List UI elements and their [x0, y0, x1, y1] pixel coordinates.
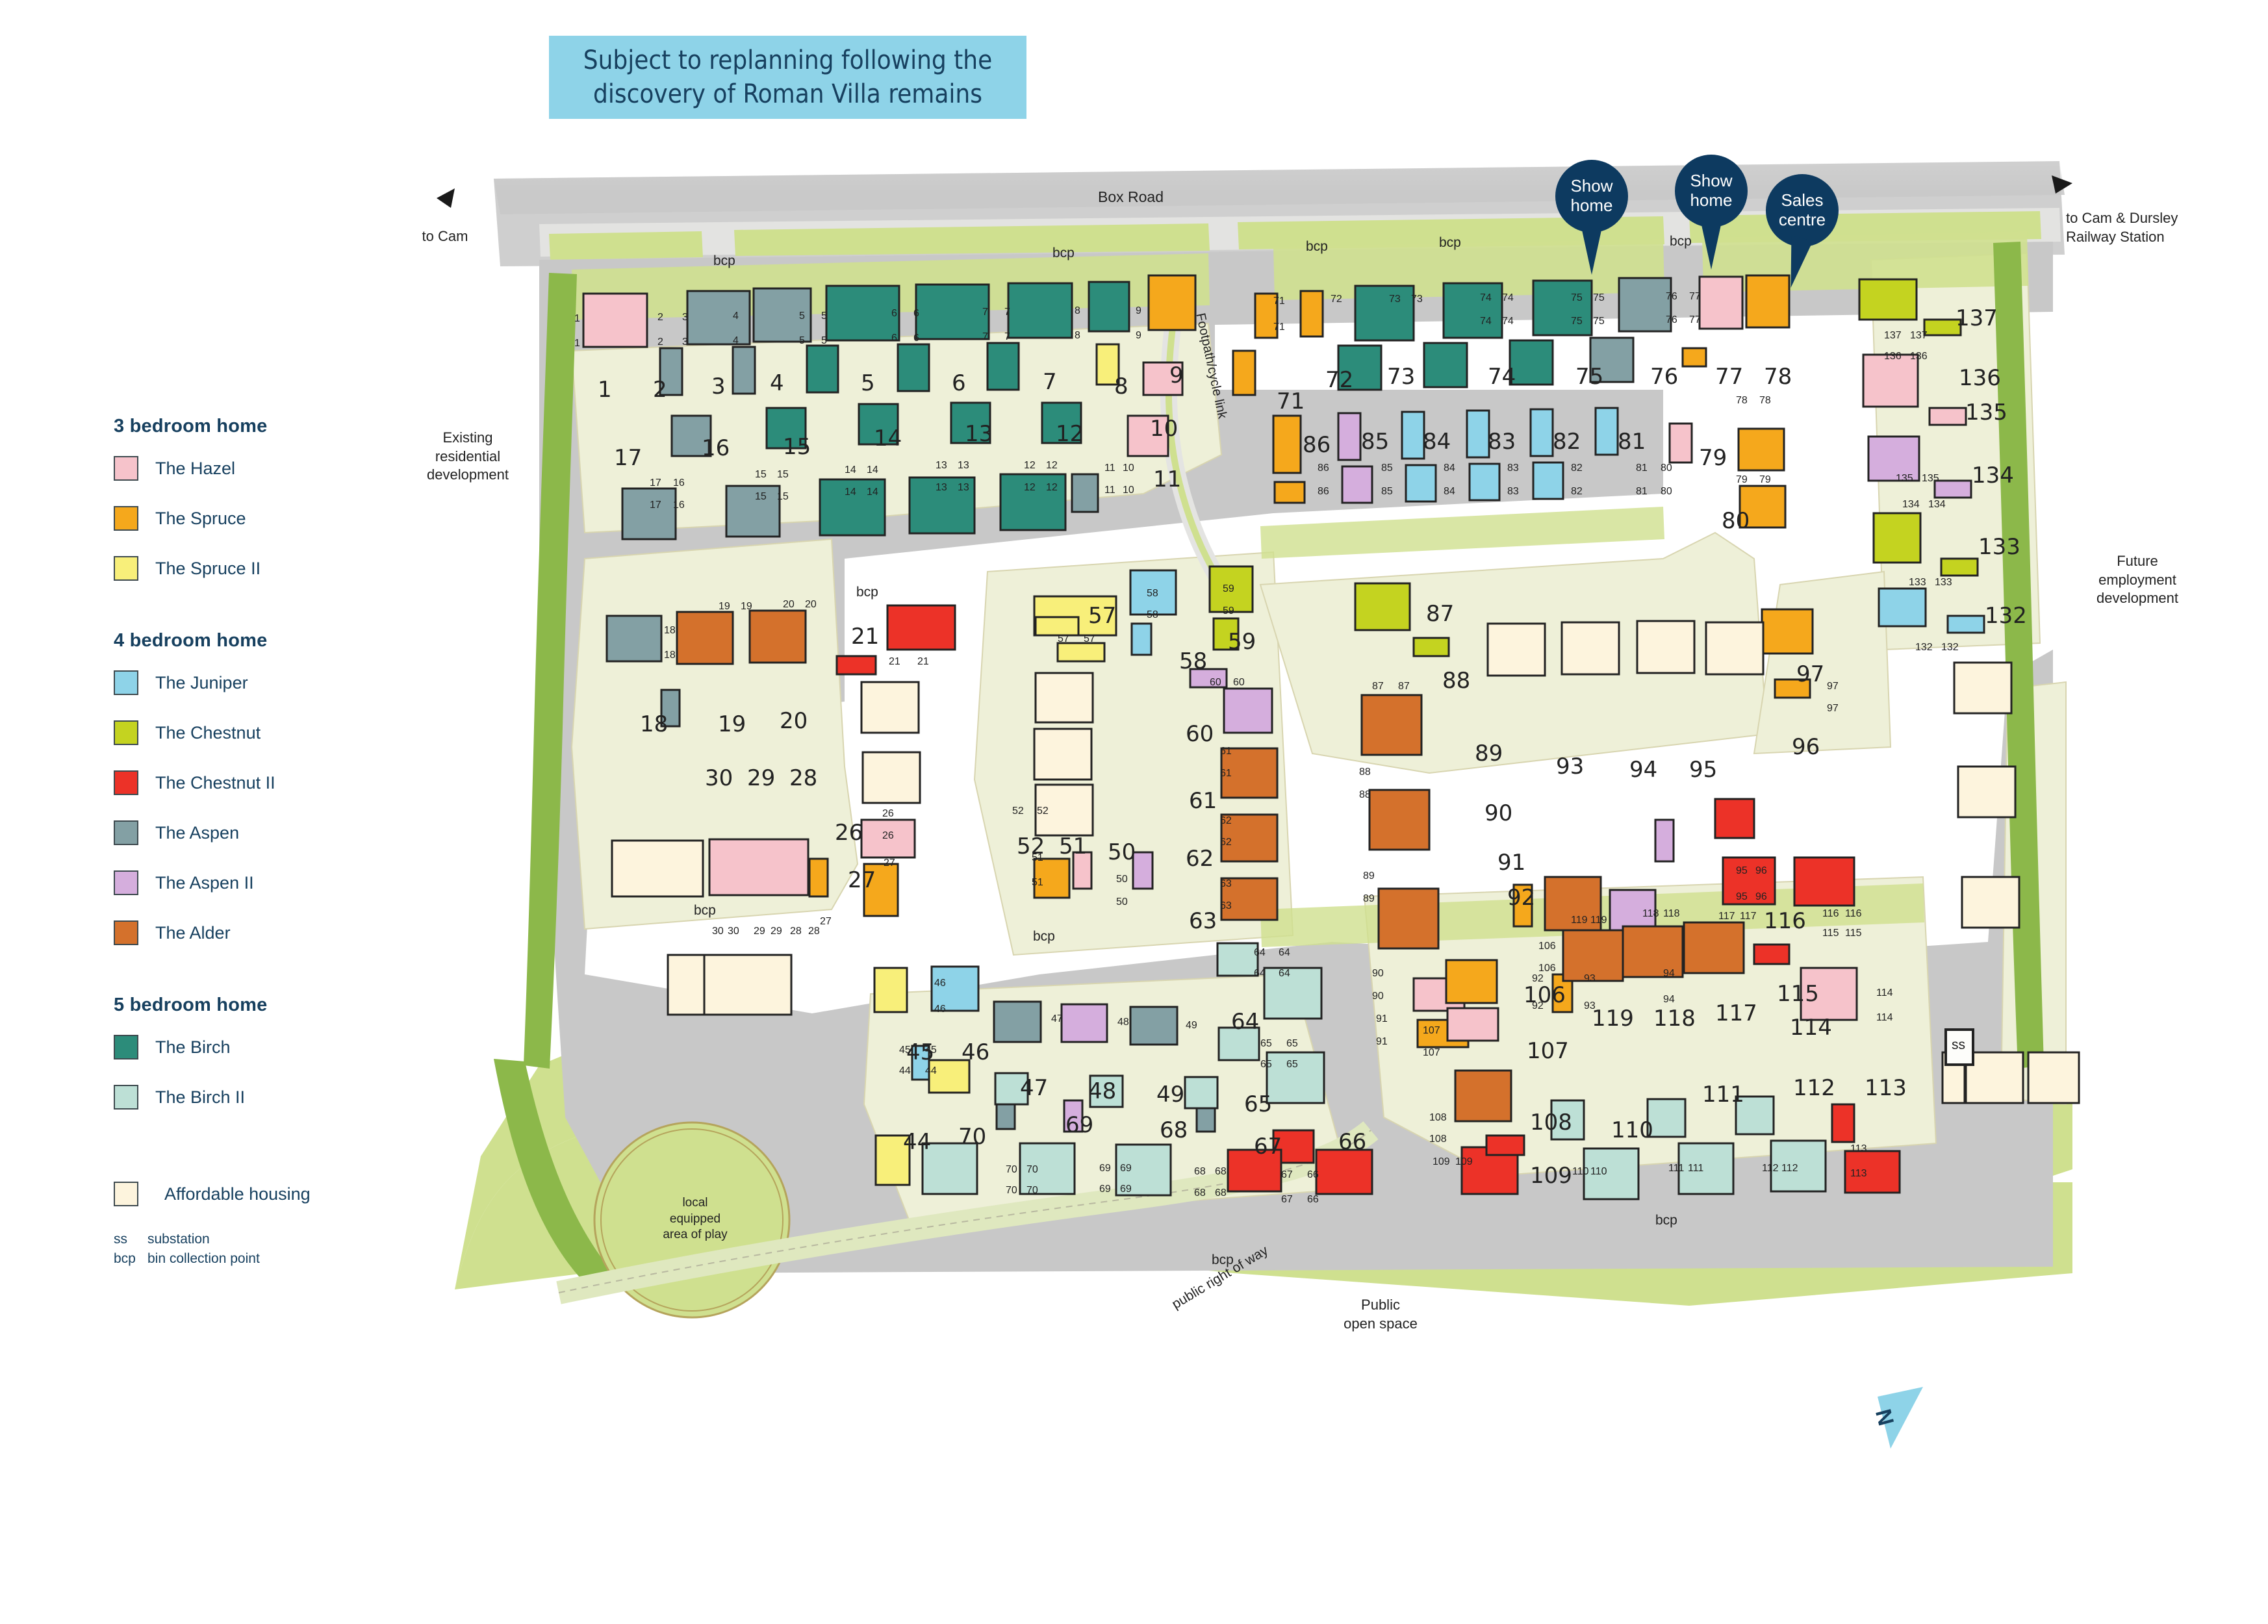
legend-item-chestnut-ii[interactable]: The Chestnut II — [114, 768, 419, 797]
house-footprints — [582, 274, 2080, 1200]
legend-label-aspen: The Aspen — [155, 822, 240, 843]
legend-swatch-birch — [114, 1035, 138, 1059]
legend: 3 bedroom home The Hazel The Spruce The … — [114, 416, 419, 1269]
legend-item-hazel[interactable]: The Hazel — [114, 454, 419, 483]
legend-item-aspen[interactable]: The Aspen — [114, 818, 419, 847]
legend-abbr-substation: ss substation — [114, 1230, 419, 1249]
legend-label-spruce: The Spruce — [155, 508, 246, 528]
legend-swatch-chestnut-ii — [114, 770, 138, 795]
sales-centre-pin-line2: centre — [1778, 210, 1826, 229]
future-dev-line3: development — [2096, 590, 2178, 607]
existing-development-label: Existing residential development — [403, 429, 533, 485]
play-area-line3: area of play — [663, 1228, 728, 1242]
box-road-label: Box Road — [1098, 188, 1164, 205]
legend-label-alder: The Alder — [155, 922, 231, 943]
legend-swatch-juniper — [114, 670, 138, 695]
legend-label-hazel: The Hazel — [155, 458, 236, 478]
legend-heading-5bed: 5 bedroom home — [114, 995, 268, 1015]
north-arrow-icon — [1878, 1387, 1923, 1449]
verge-2 — [734, 223, 1210, 256]
legend-label-spruce-ii: The Spruce II — [155, 558, 261, 578]
legend-spacer-1 — [114, 604, 419, 630]
pin-tail — [1581, 223, 1603, 275]
legend-swatch-aspen-ii — [114, 870, 138, 895]
future-dev-line2: employment — [2098, 571, 2176, 588]
open-space-line2: open space — [1344, 1315, 1418, 1332]
legend-heading-4bed: 4 bedroom home — [114, 630, 268, 651]
show-home-pin-2-line1: Show — [1690, 171, 1733, 191]
existing-dev-line3: development — [427, 466, 509, 483]
future-dev-line1: Future — [2117, 553, 2158, 569]
legend-swatch-spruce — [114, 506, 138, 531]
existing-dev-line2: residential — [435, 448, 501, 464]
show-home-pin-2[interactable]: Show home — [1675, 155, 1748, 270]
legend-label-chestnut-ii: The Chestnut II — [155, 772, 275, 793]
legend-item-aspen-ii[interactable]: The Aspen II — [114, 869, 419, 897]
show-home-pin-2-line2: home — [1690, 190, 1733, 210]
hedge-right — [1993, 242, 2044, 1069]
legend-item-juniper[interactable]: The Juniper — [114, 668, 419, 697]
legend-item-spruce[interactable]: The Spruce — [114, 504, 419, 533]
legend-label-birch: The Birch — [155, 1037, 231, 1057]
arrow-to-cam-icon — [437, 188, 455, 208]
legend-item-spruce-ii[interactable]: The Spruce II — [114, 554, 419, 583]
verge-1 — [549, 231, 703, 260]
play-area-inner-circle — [600, 1128, 784, 1312]
legend-item-alder[interactable]: The Alder — [114, 919, 419, 947]
sales-centre-pin[interactable]: Sales centre — [1766, 174, 1839, 290]
to-station-line1: to Cam & Dursley — [2066, 210, 2178, 226]
legend-label-affordable: Affordable housing — [164, 1184, 311, 1204]
legend-label-birch-ii: The Birch II — [155, 1087, 246, 1107]
legend-item-affordable[interactable]: Affordable housing — [114, 1180, 419, 1208]
show-home-pin-1-line1: Show — [1570, 176, 1613, 196]
legend-spacer-2 — [114, 969, 419, 995]
play-area-line1: local — [682, 1196, 708, 1210]
pin-tail — [1700, 218, 1722, 270]
show-home-pin-1-line2: home — [1570, 196, 1613, 215]
hedge-bottom-left — [494, 1059, 611, 1283]
play-area-line2: equipped — [669, 1212, 721, 1226]
arrow-to-station-icon — [2052, 175, 2072, 194]
legend-abbr-label-ss: substation — [147, 1232, 210, 1247]
legend-item-chestnut[interactable]: The Chestnut — [114, 718, 419, 747]
to-station-line2: Railway Station — [2066, 228, 2165, 245]
sales-centre-pin-line1: Sales — [1781, 190, 1824, 210]
legend-label-juniper: The Juniper — [155, 672, 248, 692]
to-station-label: to Cam & Dursley Railway Station — [2066, 209, 2215, 246]
hedge-left — [524, 273, 577, 1069]
legend-swatch-aspen — [114, 820, 138, 845]
legend-abbr-bcp: bcp bin collection point — [114, 1249, 419, 1269]
legend-abbr-label-bcp: bin collection point — [147, 1251, 260, 1267]
legend-swatch-spruce-ii — [114, 556, 138, 581]
replanning-notice-text: Subject to replanning following the disc… — [583, 45, 993, 109]
legend-spacer-3 — [114, 1133, 419, 1180]
legend-item-birch-ii[interactable]: The Birch II — [114, 1083, 419, 1111]
legend-label-aspen-ii: The Aspen II — [155, 872, 254, 893]
legend-abbr-key-bcp: bcp — [114, 1251, 136, 1267]
legend-swatch-hazel — [114, 456, 138, 481]
open-space-line1: Public — [1361, 1297, 1400, 1313]
legend-heading-3bed: 3 bedroom home — [114, 416, 268, 437]
show-home-pin-1[interactable]: Show home — [1555, 160, 1628, 275]
replanning-notice-banner: Subject to replanning following the disc… — [549, 36, 1026, 119]
legend-item-birch[interactable]: The Birch — [114, 1033, 419, 1061]
to-cam-label: to Cam — [422, 228, 468, 244]
legend-swatch-alder — [114, 920, 138, 945]
existing-dev-line1: Existing — [442, 429, 493, 446]
play-area-label: local equipped area of play — [633, 1195, 757, 1243]
legend-label-chestnut: The Chestnut — [155, 722, 261, 742]
substation-marker: ss — [1952, 1037, 1965, 1052]
legend-swatch-affordable — [114, 1182, 138, 1206]
substation-box — [1944, 1028, 1974, 1066]
legend-swatch-chestnut — [114, 720, 138, 745]
future-development-label: Future employment development — [2066, 552, 2209, 608]
public-open-space-label: Public open space — [1319, 1296, 1442, 1333]
legend-abbr-key-ss: ss — [114, 1232, 127, 1247]
legend-swatch-birch-ii — [114, 1085, 138, 1110]
